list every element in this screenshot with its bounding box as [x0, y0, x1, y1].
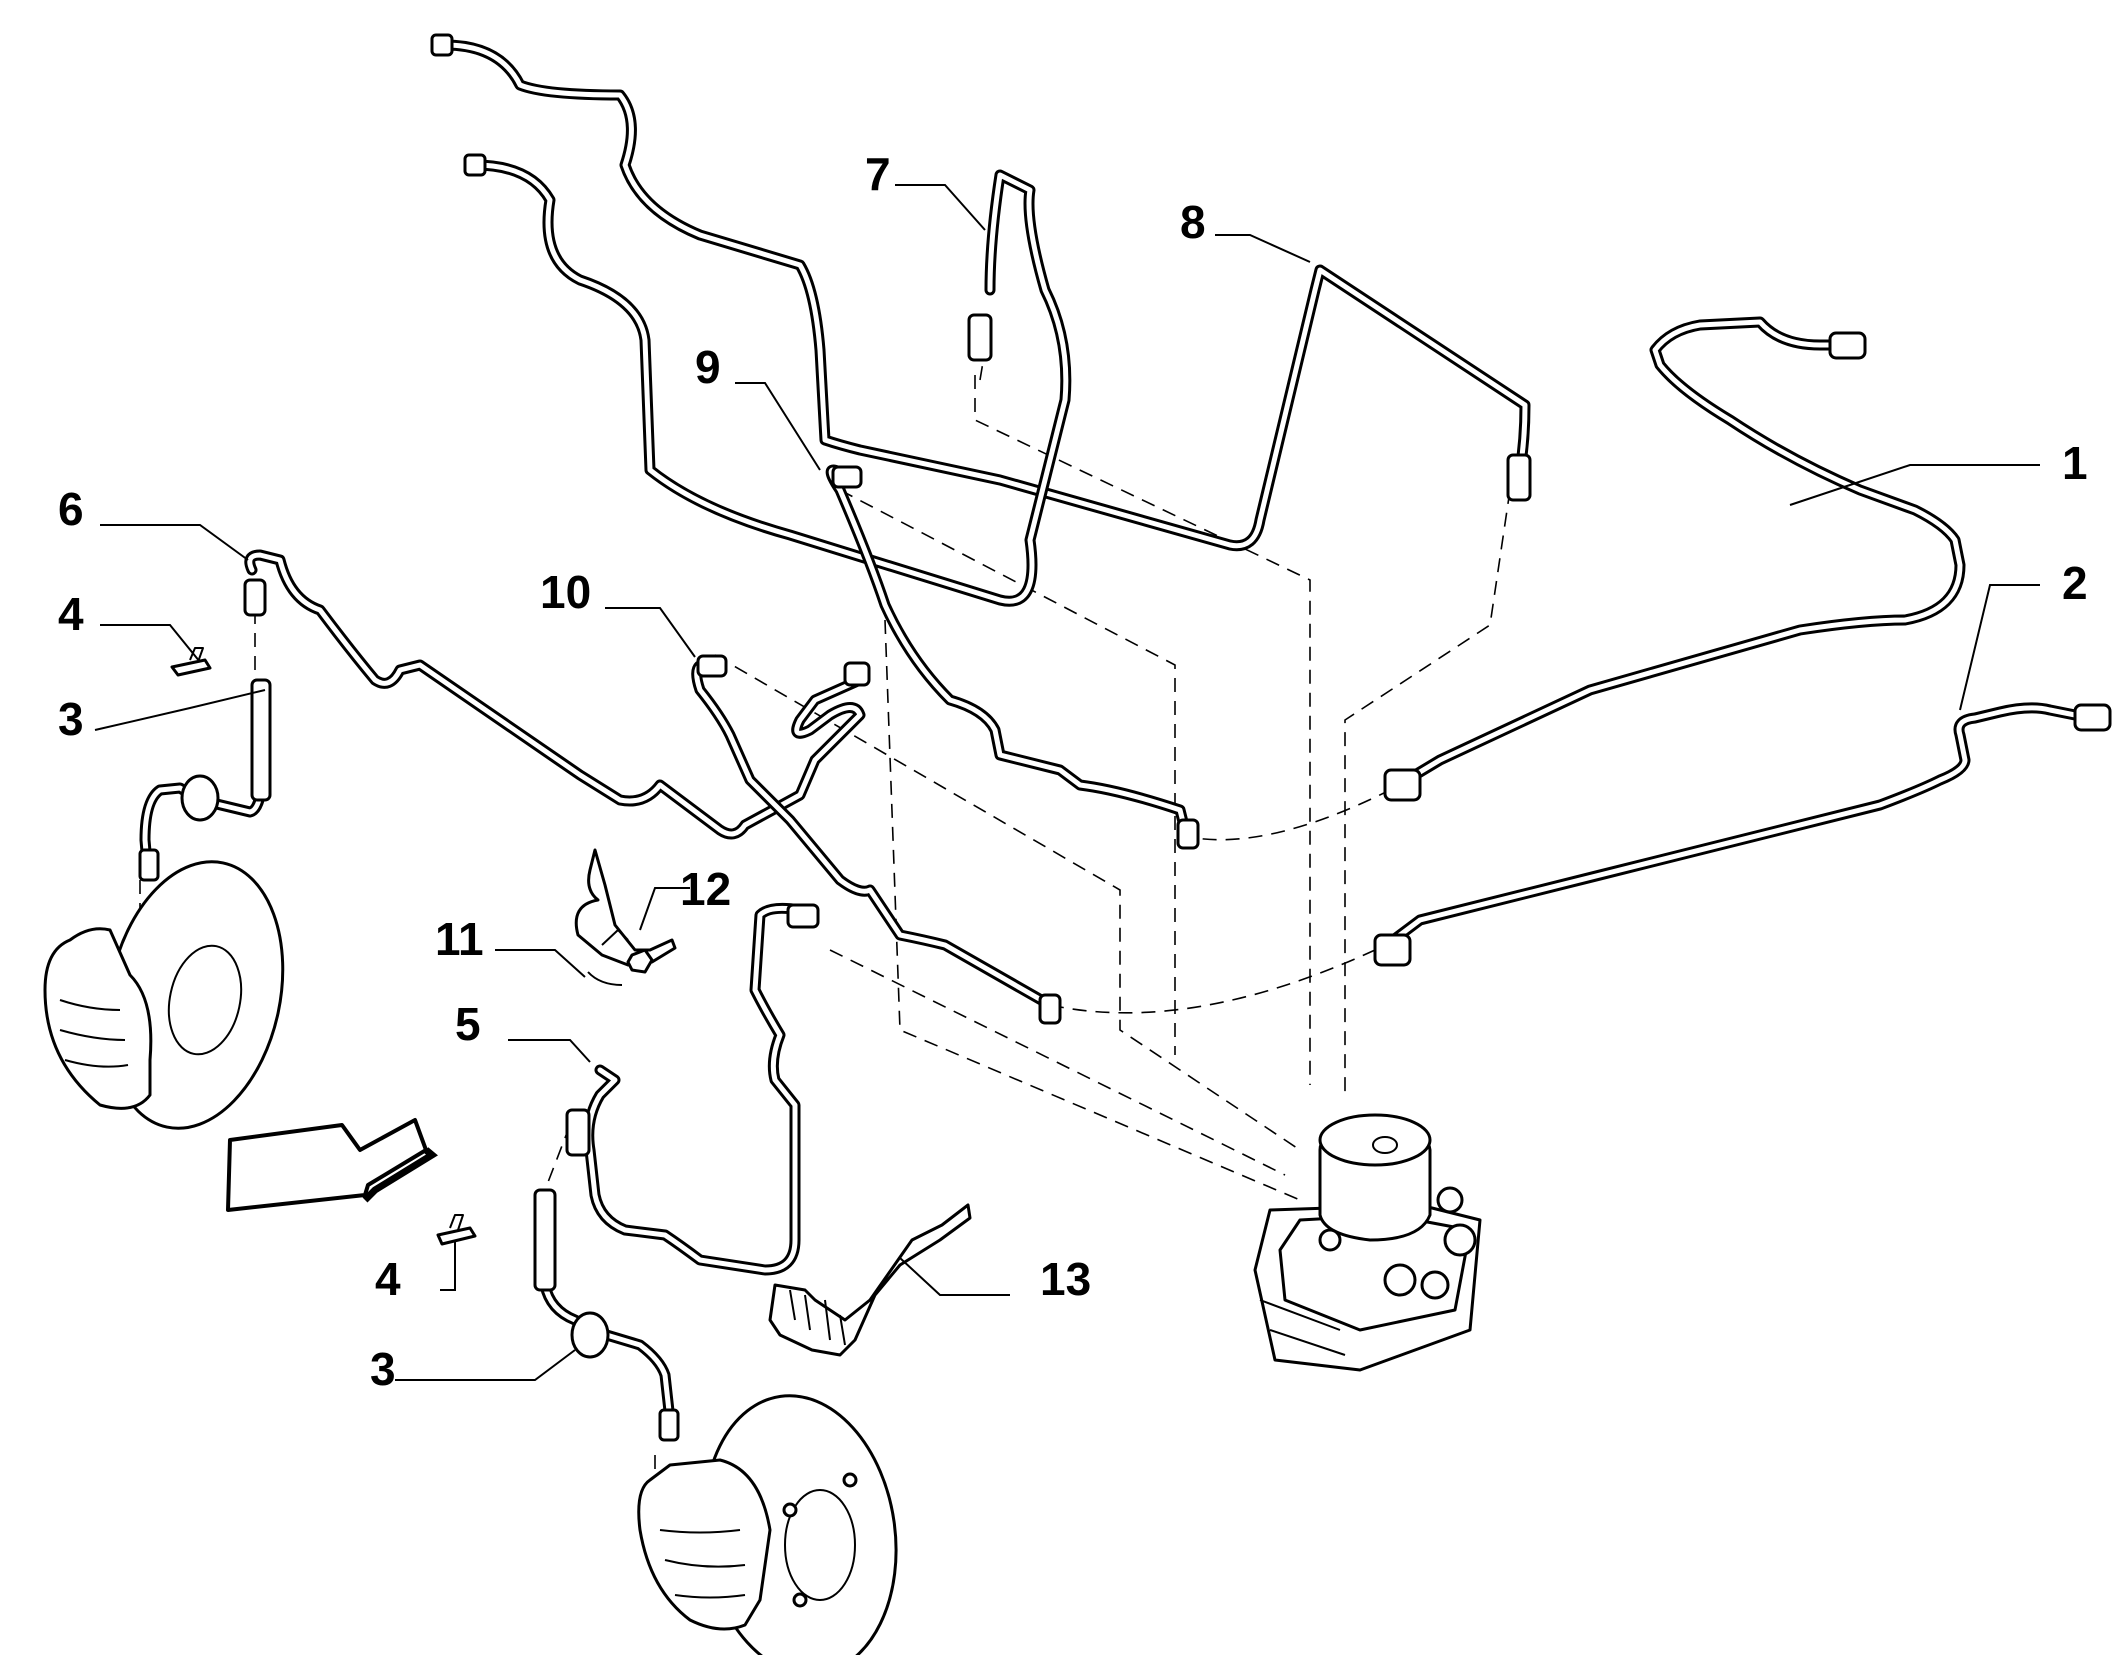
- pipe-support-bracket: [768, 1203, 972, 1357]
- direction-arrow-icon: [226, 1118, 438, 1212]
- callout-7: 7: [865, 148, 891, 200]
- flexible-hose-bottom: [533, 1188, 610, 1359]
- pipe-bracket: [574, 848, 677, 986]
- callout-10: 10: [540, 566, 591, 618]
- callout-5: 5: [455, 998, 481, 1050]
- callout-3-upper: 3: [58, 693, 84, 745]
- bracket-nut: [626, 948, 654, 974]
- callout-11: 11: [435, 913, 484, 965]
- pipe-fittings: [138, 33, 2112, 1442]
- callout-labels: 1 2 3 3 4 4 5 6 7 8 9 10 11 12 13: [58, 148, 2088, 1395]
- callout-12: 12: [680, 863, 731, 915]
- callout-9: 9: [695, 341, 721, 393]
- callout-4-upper: 4: [58, 588, 84, 640]
- brake-pipes: [139, 39, 2096, 1426]
- callout-2: 2: [2062, 557, 2088, 609]
- flexible-hose-left: [180, 678, 272, 822]
- retaining-clip-lower: [436, 1214, 477, 1246]
- front-left-brake-disc: [43, 860, 285, 1130]
- callout-1: 1: [2062, 437, 2088, 489]
- callout-13: 13: [1040, 1253, 1091, 1305]
- callout-3-lower: 3: [370, 1343, 396, 1395]
- connection-dashed-lines: [139, 349, 1511, 1505]
- callout-4-lower: 4: [375, 1253, 401, 1305]
- front-right-brake-disc: [637, 1394, 898, 1655]
- callout-8: 8: [1180, 196, 1206, 248]
- callout-leaders: [94, 184, 2040, 1381]
- callout-6: 6: [58, 483, 84, 535]
- abs-hydraulic-unit: [1253, 1113, 1482, 1372]
